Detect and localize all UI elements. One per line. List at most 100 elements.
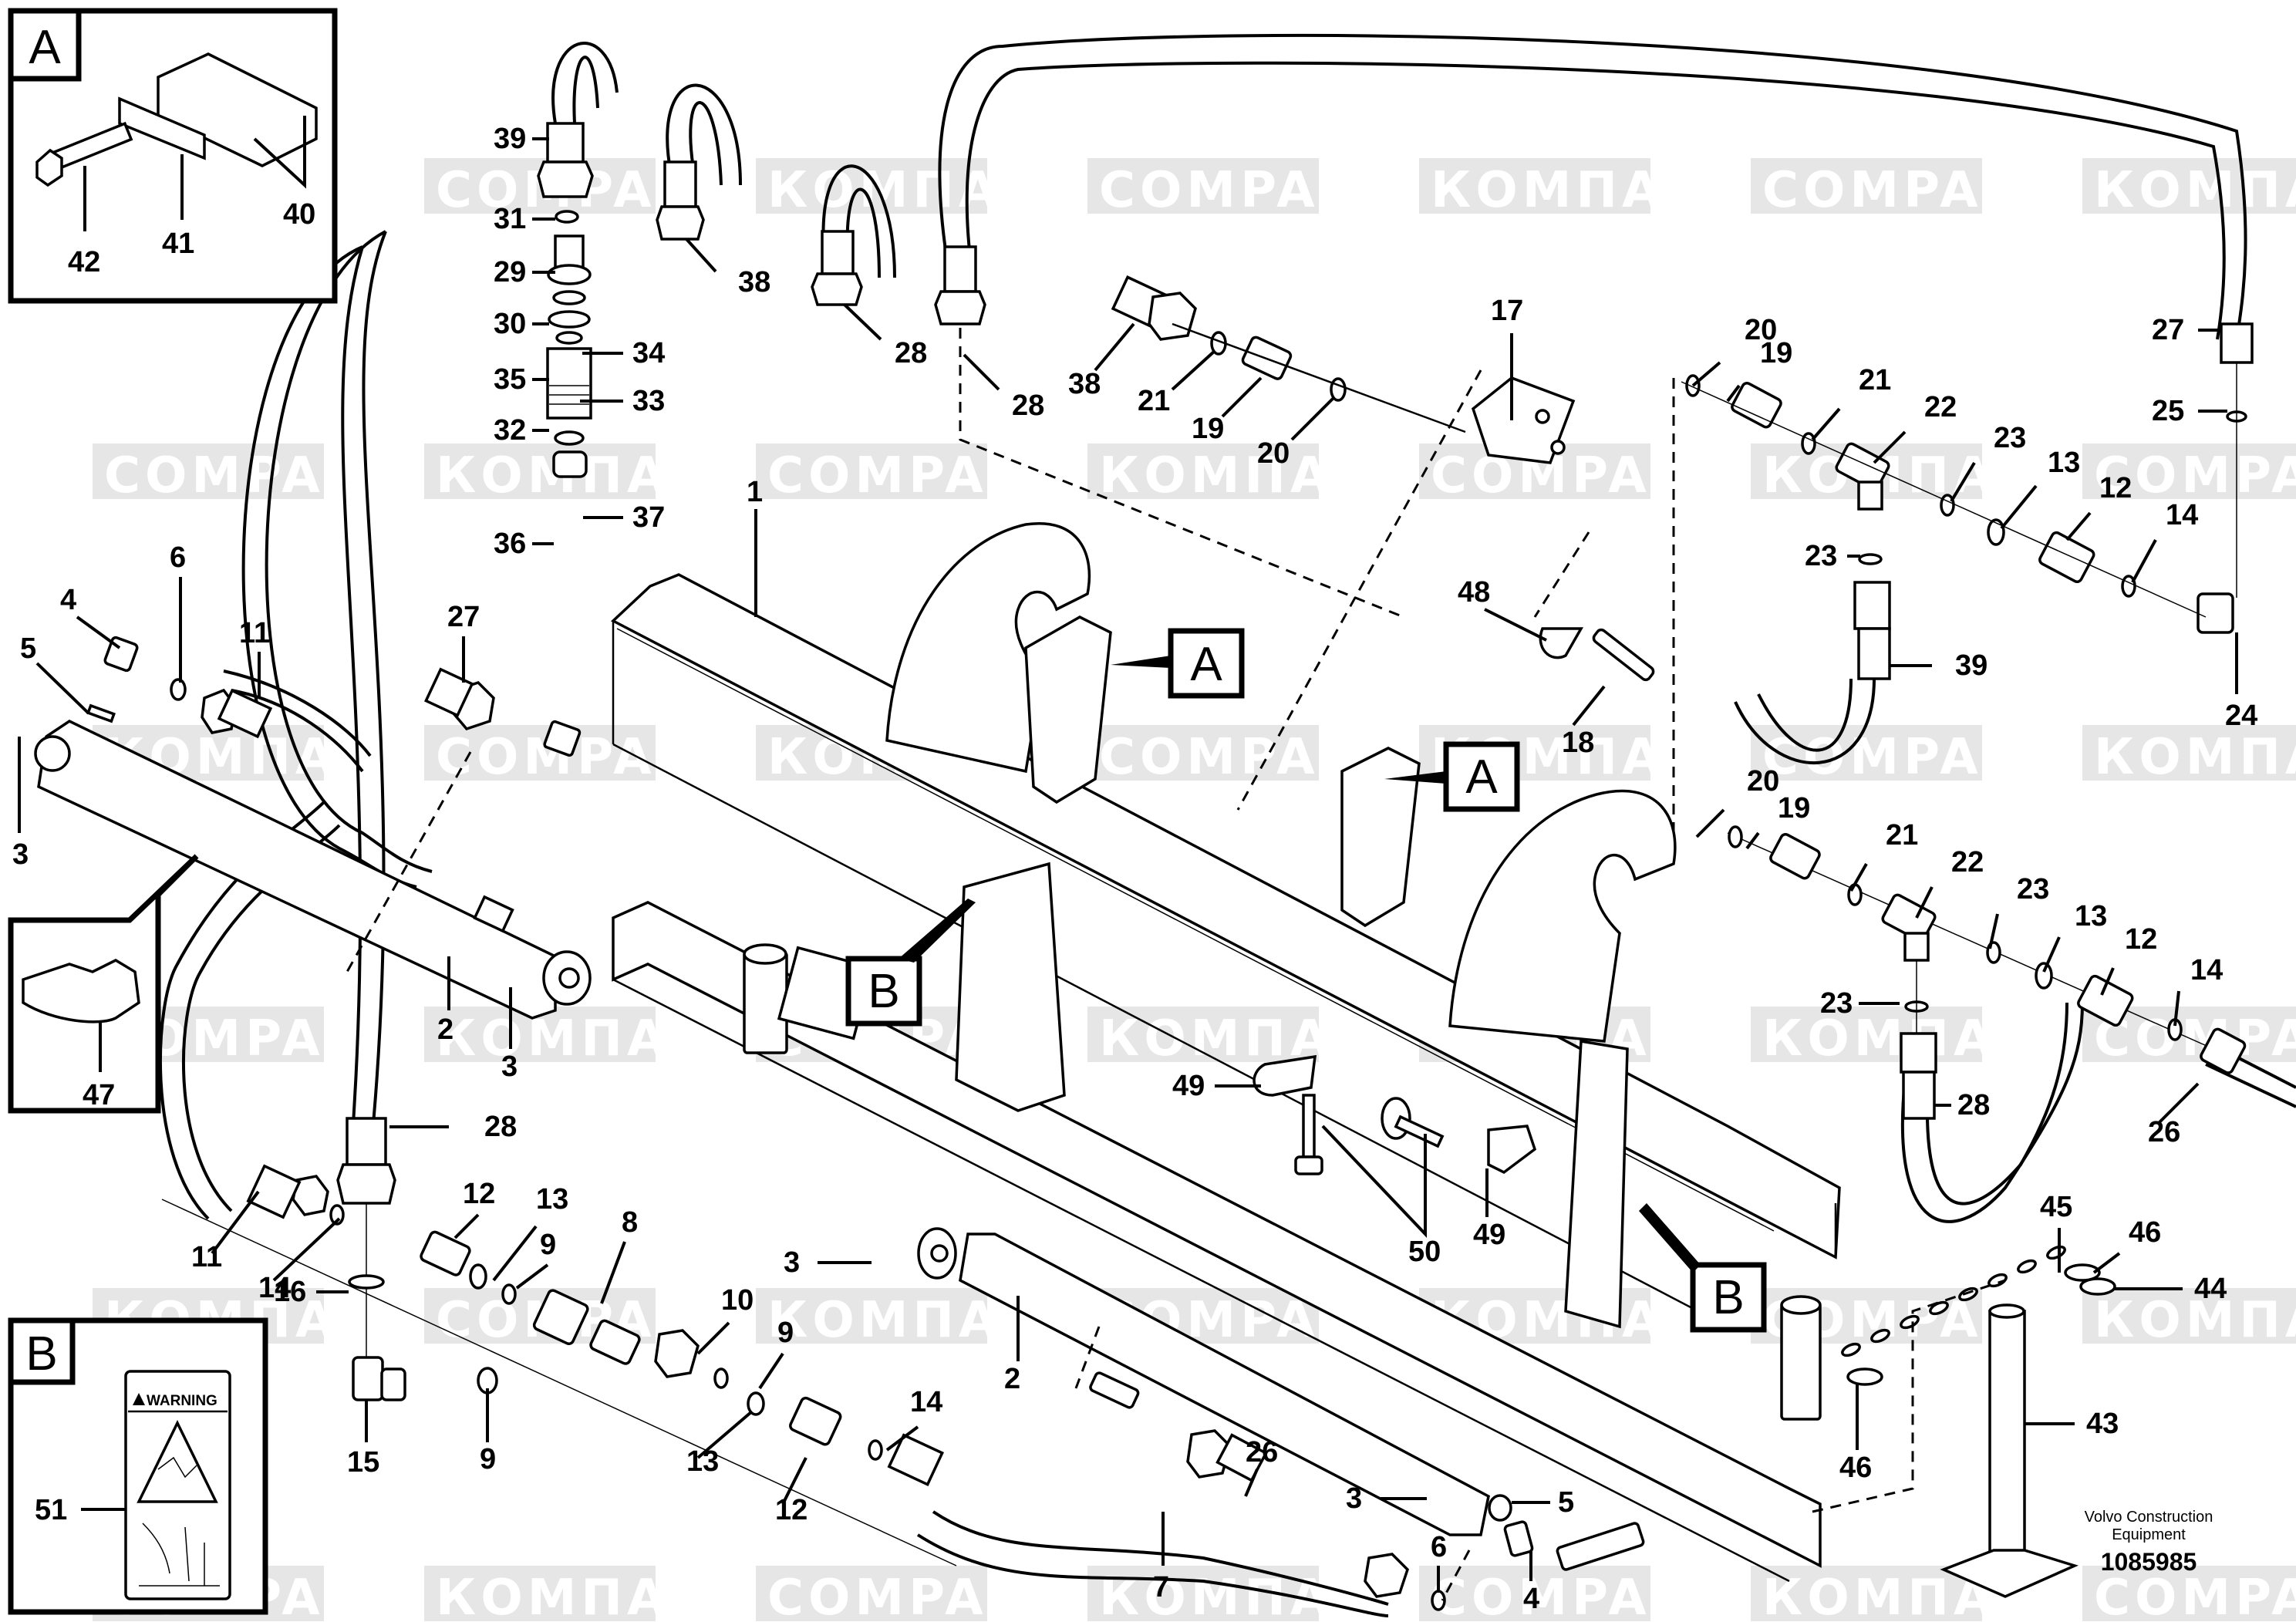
callout-leader-13 xyxy=(492,1225,538,1282)
callout-19: 19 xyxy=(1778,792,1810,824)
callout-leader-14 xyxy=(2173,990,2180,1027)
bolt-50a xyxy=(1302,1094,1316,1158)
callout-22: 22 xyxy=(1924,391,1957,423)
callout-11: 11 xyxy=(239,617,270,649)
hose-end-39 xyxy=(546,122,585,164)
callout-labels: 3931293034353332373638282838211920172019… xyxy=(12,123,2257,1615)
watermark-text: COMPART xyxy=(436,729,735,786)
watermark-band xyxy=(2082,158,2296,214)
callout-30: 30 xyxy=(494,308,526,340)
watermark-text: COMPART xyxy=(2094,1010,2296,1067)
center-support xyxy=(955,862,1066,1112)
callout-23: 23 xyxy=(1994,422,2026,454)
view-marker-a1: A xyxy=(1190,638,1222,691)
callout-leader-48 xyxy=(1484,608,1547,642)
callout-38: 38 xyxy=(738,266,770,298)
watermark-band xyxy=(93,443,324,499)
watermark-band xyxy=(756,443,987,499)
callout-leader-14 xyxy=(272,1217,341,1282)
callout-leader-20 xyxy=(1695,808,1725,838)
clamp-inset-47: 47 xyxy=(8,854,199,1114)
callout-leader-11 xyxy=(211,1190,260,1255)
washer-37 xyxy=(554,430,585,446)
callout-leader-20 xyxy=(1290,396,1336,441)
elbow-4b xyxy=(1503,1520,1534,1557)
callout-leader-4 xyxy=(76,615,121,649)
callout-29: 29 xyxy=(494,256,526,288)
callout-11: 11 xyxy=(191,1241,222,1273)
callout-2: 2 xyxy=(437,1013,453,1046)
callout-10: 10 xyxy=(721,1284,754,1317)
nut-10 xyxy=(654,1329,700,1378)
callout-47: 47 xyxy=(83,1079,115,1111)
hook-arm-left xyxy=(885,522,1091,774)
callout-40: 40 xyxy=(283,198,315,231)
callout-4: 4 xyxy=(1523,1583,1539,1615)
watermark-band xyxy=(1087,158,1319,214)
callout-leader-12 xyxy=(781,1457,807,1505)
callout-leader-13 xyxy=(2042,936,2061,973)
frame-assembly xyxy=(611,522,1841,1583)
oring-33 xyxy=(555,331,583,345)
hose-39-top xyxy=(551,42,619,124)
callout-13: 13 xyxy=(2075,900,2107,932)
callout-leader-22 xyxy=(1873,430,1907,464)
callout-leader-23 xyxy=(1950,461,1976,503)
publisher-block: Volvo Construction Equipment 1085985 xyxy=(2085,1509,2213,1576)
cable-tie-icon xyxy=(22,959,140,1023)
publisher-line-1: Volvo Construction xyxy=(2085,1509,2213,1526)
callout-18: 18 xyxy=(1562,727,1594,759)
callout-leader-38 xyxy=(1094,322,1135,372)
callout-15: 15 xyxy=(347,1446,379,1479)
watermark-text: КОМПАРТ xyxy=(1099,447,1412,504)
hose-end-28d xyxy=(1900,1032,1937,1074)
callout-25: 25 xyxy=(2152,395,2184,427)
callout-leader-14 xyxy=(2131,539,2157,583)
nut-39 xyxy=(537,160,594,198)
callout-28: 28 xyxy=(484,1111,517,1143)
lower-beam xyxy=(612,901,1822,1568)
callout-46: 46 xyxy=(1839,1452,1872,1484)
callout-leader-14 xyxy=(885,1425,919,1452)
callout-17: 17 xyxy=(1491,295,1523,327)
watermark-text: COMPART xyxy=(767,447,1067,504)
callout-5: 5 xyxy=(20,632,36,665)
callout-12: 12 xyxy=(775,1494,807,1526)
callout-5: 5 xyxy=(1558,1486,1574,1519)
callout-13: 13 xyxy=(2048,447,2080,479)
watermark-band xyxy=(2082,1566,2296,1621)
callout-35: 35 xyxy=(494,363,526,396)
callout-leader-22 xyxy=(1915,886,1934,919)
callout-leader-19 xyxy=(1726,384,1741,403)
callout-2: 2 xyxy=(1004,1363,1020,1395)
detail-view-a: A 42 41 40 xyxy=(8,8,338,304)
view-marker-b1: B xyxy=(868,965,899,1018)
watermark-band xyxy=(1751,158,1982,214)
watermark-band xyxy=(1751,725,1982,781)
callout-38: 38 xyxy=(1068,368,1101,400)
callout-13: 13 xyxy=(686,1445,719,1478)
callout-leader-12 xyxy=(2065,511,2092,541)
plate-41 xyxy=(118,96,206,160)
mount-bracket-left xyxy=(1024,615,1112,804)
detail-a-label: A xyxy=(29,21,61,74)
watermark-text: КОМПАРТ xyxy=(2094,1292,2296,1349)
watermark-band xyxy=(1419,158,1650,214)
callout-23: 23 xyxy=(1805,540,1837,572)
callout-leader-13 xyxy=(696,1410,754,1459)
hose-end-27 xyxy=(2220,322,2254,364)
watermark-text: COMPART xyxy=(1099,162,1398,219)
callout-leader-9 xyxy=(515,1263,549,1290)
callout-39: 39 xyxy=(494,123,526,155)
callout-leader-28 xyxy=(963,353,1000,391)
callout-leader-21 xyxy=(1849,863,1868,892)
right-support xyxy=(1564,1039,1629,1329)
ring-35 xyxy=(548,310,591,329)
callout-3: 3 xyxy=(784,1246,800,1279)
watermark-text: COMPART xyxy=(1762,162,2062,219)
callout-39: 39 xyxy=(1955,649,1988,682)
callout-leader-20 xyxy=(1691,361,1721,387)
elbow-15 xyxy=(352,1356,384,1401)
watermark-text: КОМПАРТ xyxy=(1431,162,1744,219)
watermark-text: КОМПАРТ xyxy=(1762,447,2075,504)
